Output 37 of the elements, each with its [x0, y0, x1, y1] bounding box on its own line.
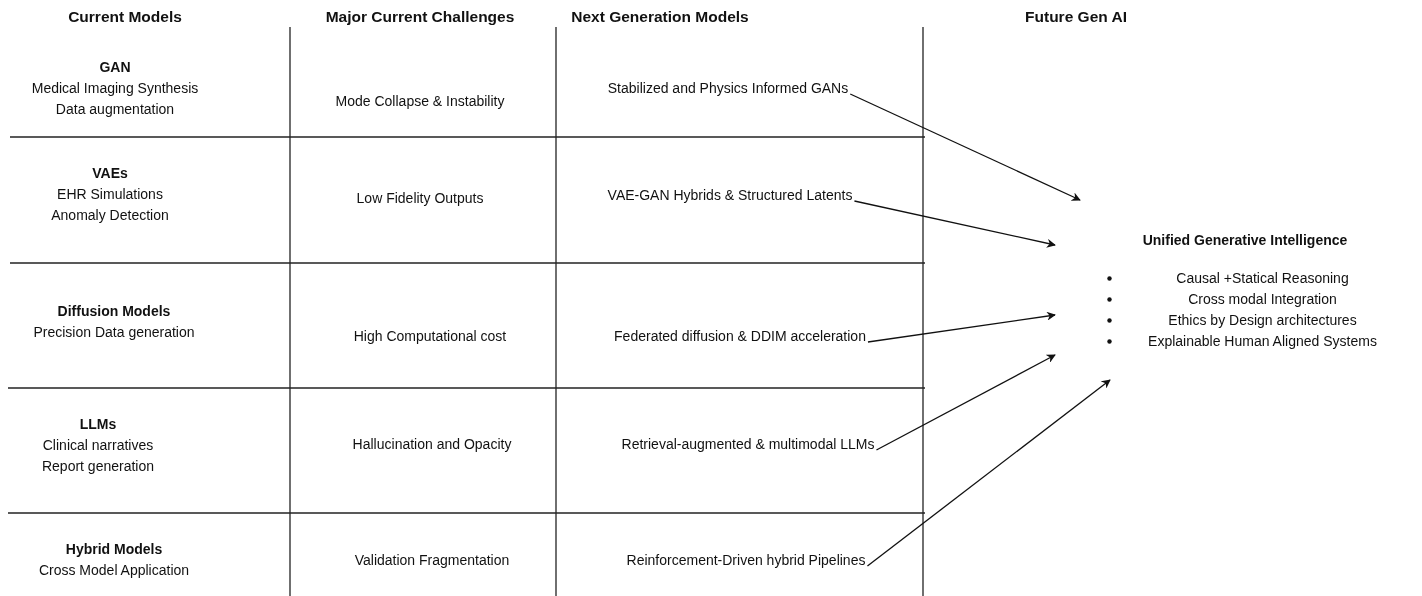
column-header: Next Generation Models — [571, 8, 749, 26]
use-case-text: Medical Imaging Synthesis — [31, 78, 199, 98]
model-name: VAEs — [91, 163, 129, 183]
arrow — [853, 200, 1056, 248]
arrow — [849, 93, 1081, 201]
cell-text: Reinforcement-Driven hybrid Pipelines — [626, 549, 866, 571]
cell-text: Mode Collapse & Instability — [335, 90, 505, 112]
cell-text: Hallucination and Opacity — [352, 433, 512, 455]
use-case-text: Precision Data generation — [33, 323, 195, 342]
cell-text: Low Fidelity Outputs — [356, 187, 484, 209]
use-case-text: Data augmentation — [54, 99, 176, 119]
cell-text: VAE-GAN Hybrids & Structured Latents — [607, 184, 853, 206]
bullet-text: Explainable Human Aligned Systems — [1147, 332, 1378, 351]
bullet-text: Cross modal Integration — [1187, 290, 1338, 309]
arrow — [866, 379, 1111, 567]
cell-text: Retrieval-augmented & multimodal LLMs — [621, 433, 875, 455]
cell-text: Validation Fragmentation — [354, 549, 510, 571]
section-heading: Unified Generative Intelligence — [1141, 232, 1349, 248]
use-case-text: Clinical narratives — [41, 435, 155, 455]
model-name: Hybrid Models — [64, 540, 164, 559]
cell-text: Federated diffusion & DDIM acceleration — [614, 325, 866, 347]
model-name: GAN — [98, 57, 132, 77]
column-header: Future Gen AI — [1025, 8, 1127, 26]
cell-text: High Computational cost — [353, 325, 507, 347]
bullet-text: Ethics by Design architectures — [1167, 311, 1358, 330]
bullet-text: Causal +Statical Reasoning — [1175, 269, 1350, 288]
use-case-text: EHR Simulations — [56, 184, 164, 204]
model-name: LLMs — [78, 414, 118, 434]
column-header: Current Models — [68, 8, 182, 26]
cell-text: Stabilized and Physics Informed GANs — [607, 77, 849, 99]
model-name: Diffusion Models — [56, 302, 172, 321]
arrow — [867, 311, 1056, 343]
use-case-text: Report generation — [41, 456, 155, 476]
use-case-text: Cross Model Application — [38, 561, 190, 580]
use-case-text: Anomaly Detection — [51, 205, 169, 225]
column-header: Major Current Challenges — [325, 8, 515, 26]
arrow — [875, 354, 1056, 451]
